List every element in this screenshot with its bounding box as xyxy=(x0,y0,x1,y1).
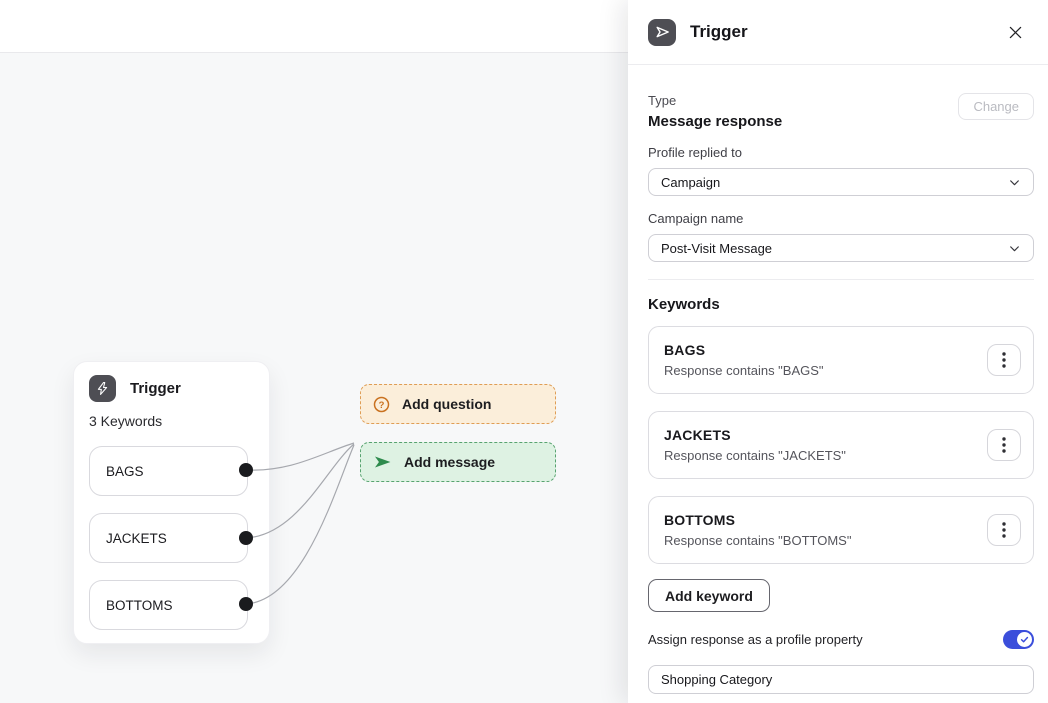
keyword-name: JACKETS xyxy=(664,427,731,443)
connector-handle[interactable] xyxy=(239,531,253,545)
add-question-label: Add question xyxy=(402,396,492,412)
trigger-node-title: Trigger xyxy=(130,380,181,397)
panel-body: Type Message response Change Profile rep… xyxy=(628,65,1048,694)
keyword-card-jackets: JACKETS Response contains "JACKETS" xyxy=(648,411,1034,479)
keyword-name: BAGS xyxy=(664,342,706,358)
panel-title: Trigger xyxy=(690,22,748,41)
profile-replied-value: Campaign xyxy=(661,174,721,190)
keyword-card-bags: BAGS Response contains "BAGS" xyxy=(648,326,1034,394)
keyword-name: BOTTOMS xyxy=(664,512,736,528)
connector-handle[interactable] xyxy=(239,597,253,611)
chevron-down-icon xyxy=(1008,176,1021,189)
divider xyxy=(648,279,1034,280)
trigger-settings-panel: Trigger Type Message response Change Pro… xyxy=(628,0,1048,703)
property-name-input[interactable] xyxy=(648,665,1034,694)
send-icon xyxy=(648,18,676,46)
type-value: Message response xyxy=(648,113,783,130)
lightning-icon xyxy=(89,375,116,402)
keyword-pill-bags[interactable]: BAGS xyxy=(89,446,248,496)
keyword-pill-jackets[interactable]: JACKETS xyxy=(89,513,248,563)
add-keyword-button[interactable]: Add keyword xyxy=(648,579,770,612)
keyword-pill-bottoms[interactable]: BOTTOMS xyxy=(89,580,248,630)
add-question-button[interactable]: ? Add question xyxy=(360,384,556,424)
assign-property-label: Assign response as a profile property xyxy=(648,632,863,647)
kebab-menu-icon[interactable] xyxy=(987,429,1021,461)
profile-replied-label: Profile replied to xyxy=(648,145,742,160)
keyword-description: Response contains "JACKETS" xyxy=(664,448,846,463)
panel-header: Trigger xyxy=(628,0,1048,65)
connector-handle[interactable] xyxy=(239,463,253,477)
keyword-description: Response contains "BOTTOMS" xyxy=(664,533,852,548)
chevron-down-icon xyxy=(1008,242,1021,255)
kebab-menu-icon[interactable] xyxy=(987,514,1021,546)
add-message-label: Add message xyxy=(404,454,496,470)
kebab-menu-icon[interactable] xyxy=(987,344,1021,376)
keyword-card-bottoms: BOTTOMS Response contains "BOTTOMS" xyxy=(648,496,1034,564)
keyword-list: BAGS Response contains "BAGS" JACKETS Re… xyxy=(648,326,1034,564)
type-label: Type xyxy=(648,93,677,108)
keyword-description: Response contains "BAGS" xyxy=(664,363,824,378)
question-circle-icon: ? xyxy=(373,396,390,413)
profile-replied-select[interactable]: Campaign xyxy=(648,168,1034,196)
trigger-node-card[interactable]: Trigger 3 Keywords BAGS JACKETS BOTTOMS xyxy=(73,361,270,644)
svg-text:?: ? xyxy=(379,400,385,411)
toggle-check-icon xyxy=(1017,632,1032,647)
campaign-name-label: Campaign name xyxy=(648,211,744,226)
send-icon xyxy=(373,454,392,470)
add-message-button[interactable]: Add message xyxy=(360,442,556,482)
keywords-heading: Keywords xyxy=(648,296,720,313)
trigger-node-subtitle: 3 Keywords xyxy=(89,413,163,429)
trigger-node-header: Trigger xyxy=(89,375,254,402)
change-button[interactable]: Change xyxy=(958,93,1034,120)
type-row: Type Message response Change xyxy=(648,93,1034,130)
assign-property-row: Assign response as a profile property xyxy=(648,630,1034,649)
campaign-name-value: Post-Visit Message xyxy=(661,240,773,256)
assign-property-toggle[interactable] xyxy=(1003,630,1034,649)
campaign-name-select[interactable]: Post-Visit Message xyxy=(648,234,1034,262)
close-icon[interactable] xyxy=(1004,21,1026,43)
